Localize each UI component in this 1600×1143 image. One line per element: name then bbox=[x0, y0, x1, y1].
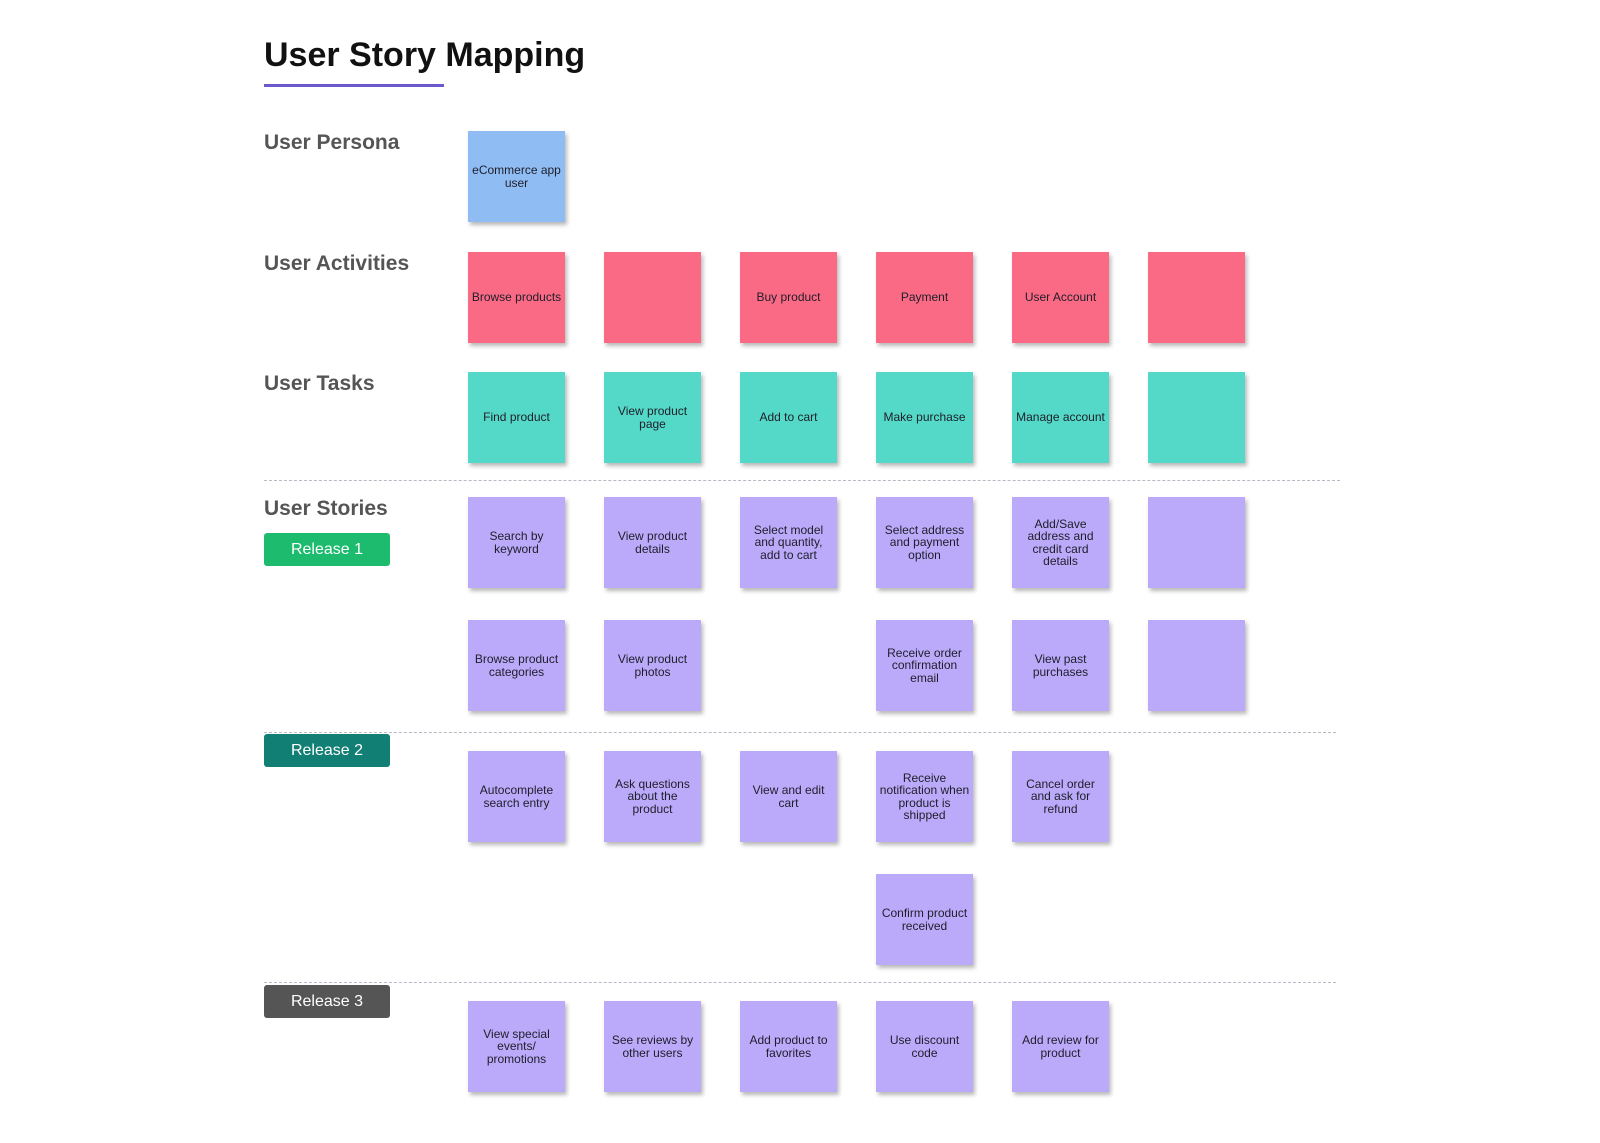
activity-note-activities-5[interactable]: User Account bbox=[1012, 252, 1109, 343]
note-text: Search by keyword bbox=[489, 529, 544, 556]
note-text: Receive notification when product is shi… bbox=[879, 770, 970, 822]
title-underline bbox=[264, 84, 444, 87]
story-note-release1-row2-1[interactable]: Browse product categories bbox=[468, 620, 565, 711]
note-text: View past purchases bbox=[1032, 652, 1089, 679]
note-text: Select model and quantity, add to cart bbox=[753, 522, 824, 562]
story-note-release2-row1-3[interactable]: View and edit cart bbox=[740, 751, 837, 842]
stories-divider bbox=[264, 480, 1340, 481]
label-user-tasks: User Tasks bbox=[264, 372, 375, 395]
note-text: View product details bbox=[617, 529, 688, 556]
note-text: Select address and payment option bbox=[884, 522, 965, 562]
release-1-badge[interactable]: Release 1 bbox=[264, 533, 390, 566]
note-text: View and edit cart bbox=[752, 783, 825, 810]
note-text: Buy product bbox=[756, 290, 821, 305]
task-note-tasks-2[interactable]: View product page bbox=[604, 372, 701, 463]
note-text: Find product bbox=[483, 410, 550, 425]
story-note-release1-row1-3[interactable]: Select model and quantity, add to cart bbox=[740, 497, 837, 588]
note-text: Add/Save address and credit card details bbox=[1027, 516, 1094, 568]
story-note-release1-row2-4[interactable]: Receive order confirmation email bbox=[876, 620, 973, 711]
story-note-release3-row1-2[interactable]: See reviews by other users bbox=[604, 1001, 701, 1092]
story-note-release2-row1-4[interactable]: Receive notification when product is shi… bbox=[876, 751, 973, 842]
story-note-release1-row1-5[interactable]: Add/Save address and credit card details bbox=[1012, 497, 1109, 588]
note-text: Autocomplete search entry bbox=[479, 783, 554, 810]
note-text: See reviews by other users bbox=[611, 1033, 694, 1060]
note-text: Receive order confirmation email bbox=[887, 645, 962, 685]
story-note-release3-row1-3[interactable]: Add product to favorites bbox=[740, 1001, 837, 1092]
story-note-release2-row1-5[interactable]: Cancel order and ask for refund bbox=[1012, 751, 1109, 842]
note-text: Add review for product bbox=[1022, 1033, 1099, 1060]
task-note-tasks-1[interactable]: Find product bbox=[468, 372, 565, 463]
note-text: Cancel order and ask for refund bbox=[1026, 776, 1095, 816]
note-text: Confirm product received bbox=[881, 906, 968, 933]
story-note-release1-row2-6[interactable] bbox=[1148, 620, 1245, 711]
note-text: Payment bbox=[900, 290, 949, 305]
story-note-release2-row1-2[interactable]: Ask questions about the product bbox=[604, 751, 701, 842]
activity-note-activities-4[interactable]: Payment bbox=[876, 252, 973, 343]
note-text: Use discount code bbox=[889, 1033, 960, 1060]
story-note-release1-row1-6[interactable] bbox=[1148, 497, 1245, 588]
story-note-release3-row1-5[interactable]: Add review for product bbox=[1012, 1001, 1109, 1092]
note-text: Add to cart bbox=[759, 410, 818, 425]
note-text: Add product to favorites bbox=[749, 1033, 828, 1060]
story-note-release3-row1-1[interactable]: View special events/ promotions bbox=[468, 1001, 565, 1092]
page-title: User Story Mapping bbox=[264, 36, 586, 74]
story-note-release1-row1-1[interactable]: Search by keyword bbox=[468, 497, 565, 588]
label-user-persona: User Persona bbox=[264, 131, 400, 154]
note-text: Ask questions about the product bbox=[615, 776, 690, 816]
note-text: View special events/ promotions bbox=[483, 1026, 550, 1066]
story-note-release3-row1-4[interactable]: Use discount code bbox=[876, 1001, 973, 1092]
story-note-release1-row1-4[interactable]: Select address and payment option bbox=[876, 497, 973, 588]
note-text: Browse products bbox=[471, 290, 562, 305]
activity-note-activities-1[interactable]: Browse products bbox=[468, 252, 565, 343]
activity-note-activities-6[interactable] bbox=[1148, 252, 1245, 343]
activity-note-activities-2[interactable] bbox=[604, 252, 701, 343]
label-user-activities: User Activities bbox=[264, 252, 410, 275]
release-2-badge[interactable]: Release 2 bbox=[264, 734, 390, 767]
note-text: Browse product categories bbox=[474, 652, 559, 679]
note-text: View product photos bbox=[617, 652, 688, 679]
note-text: View product page bbox=[617, 404, 688, 431]
task-note-tasks-3[interactable]: Add to cart bbox=[740, 372, 837, 463]
persona-note-persona-1[interactable]: eCommerce app user bbox=[468, 131, 565, 222]
task-note-tasks-4[interactable]: Make purchase bbox=[876, 372, 973, 463]
note-text: Manage account bbox=[1016, 410, 1105, 425]
note-text: Make purchase bbox=[883, 410, 966, 425]
release-3-divider bbox=[264, 982, 1336, 983]
release-2-divider bbox=[264, 732, 1336, 733]
task-note-tasks-6[interactable] bbox=[1148, 372, 1245, 463]
note-text: eCommerce app user bbox=[472, 163, 561, 190]
task-note-tasks-5[interactable]: Manage account bbox=[1012, 372, 1109, 463]
release-3-badge[interactable]: Release 3 bbox=[264, 985, 390, 1018]
story-note-release1-row2-5[interactable]: View past purchases bbox=[1012, 620, 1109, 711]
activity-note-activities-3[interactable]: Buy product bbox=[740, 252, 837, 343]
story-note-release1-row1-2[interactable]: View product details bbox=[604, 497, 701, 588]
story-note-release2-row1-1[interactable]: Autocomplete search entry bbox=[468, 751, 565, 842]
story-note-release2-row2-4[interactable]: Confirm product received bbox=[876, 874, 973, 965]
note-text: User Account bbox=[1024, 290, 1097, 305]
story-note-release1-row2-2[interactable]: View product photos bbox=[604, 620, 701, 711]
label-user-stories: User Stories bbox=[264, 497, 388, 520]
